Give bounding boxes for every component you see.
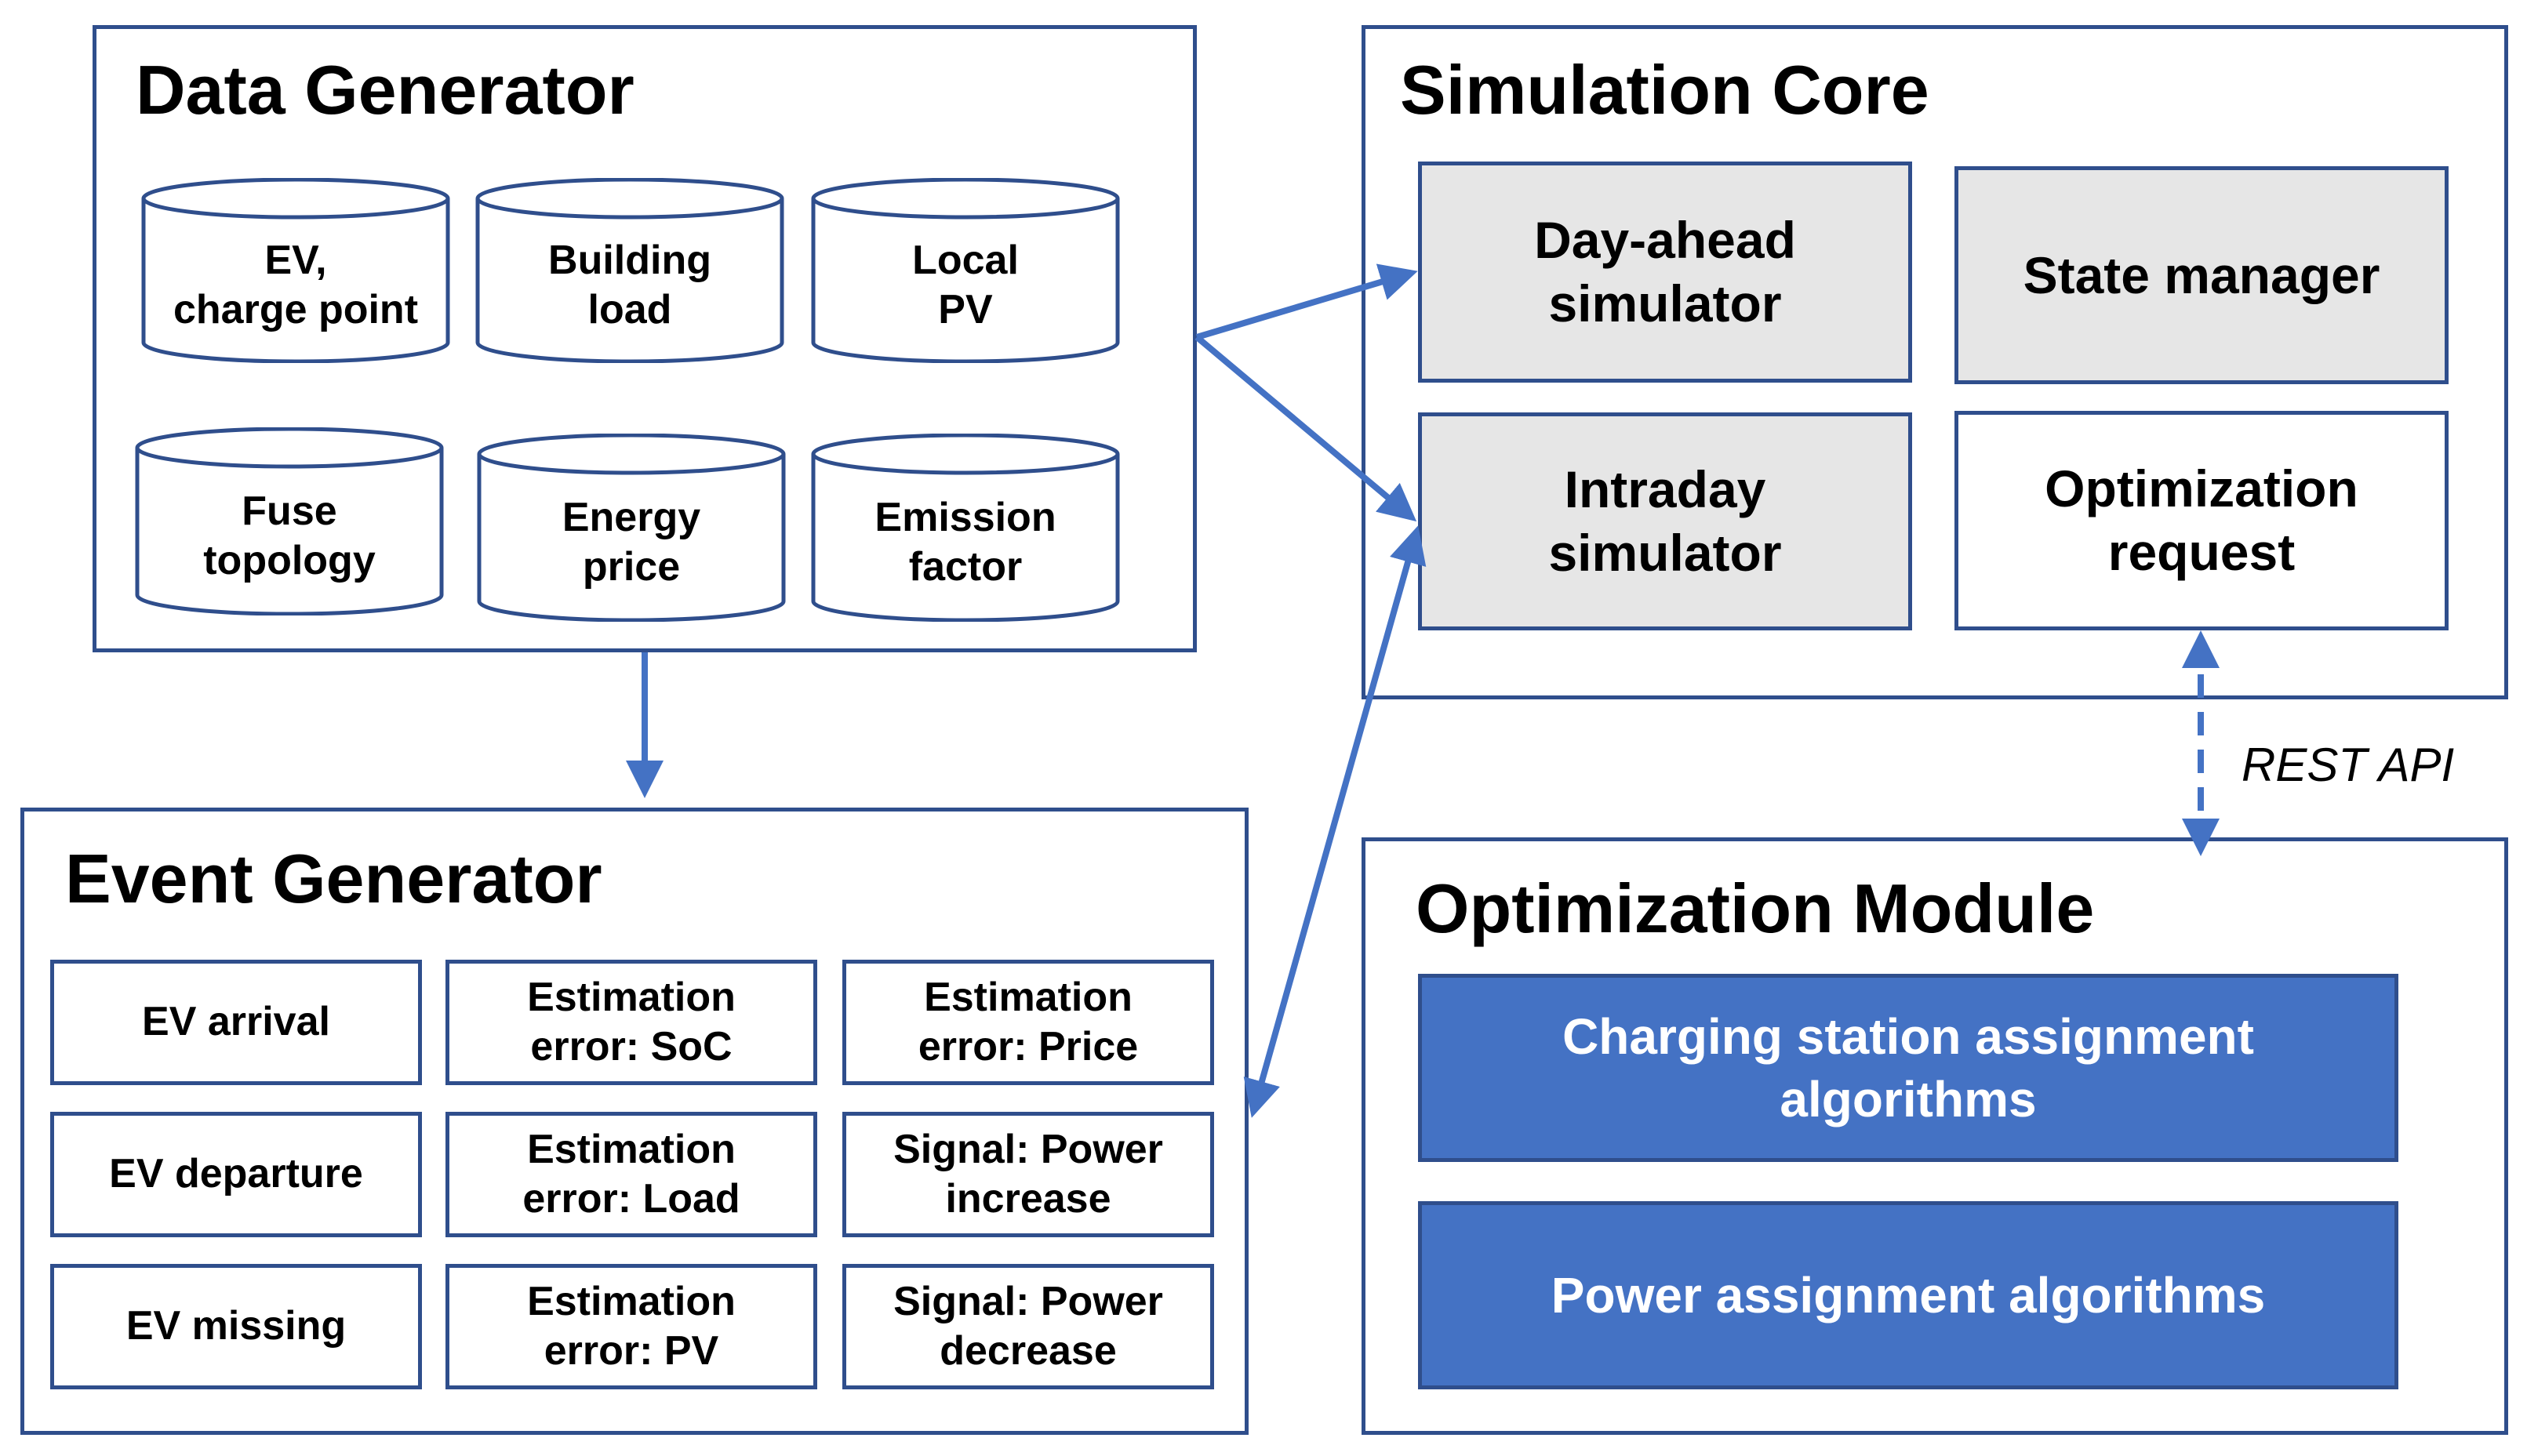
- label-line-2: request: [2107, 523, 2296, 581]
- event-generator-title: Event Generator: [65, 840, 602, 917]
- state-manager-label: State manager: [2023, 245, 2380, 304]
- label-line-2: error: SoC: [530, 1024, 733, 1069]
- rest-api-label: REST API: [2242, 739, 2455, 791]
- label-line-1: Intraday: [1564, 460, 1766, 519]
- charging-station-assignment-box[interactable]: Charging station assignment algorithms: [1418, 974, 2398, 1162]
- label-line-2: simulator: [1548, 274, 1782, 332]
- event-ev-arrival[interactable]: EV arrival: [50, 960, 422, 1085]
- label-line-1: Charging station assignment: [1562, 1008, 2254, 1065]
- label-line-2: error: PV: [544, 1328, 719, 1374]
- label-line-1: Building: [548, 237, 711, 283]
- label-line-1: Estimation: [924, 974, 1133, 1020]
- label-line-1: EV,: [264, 237, 327, 283]
- database-icon: [141, 178, 450, 363]
- label-line-1: Day-ahead: [1534, 211, 1796, 270]
- label-line-1: EV arrival: [142, 999, 330, 1045]
- state-manager-box[interactable]: State manager: [1954, 166, 2449, 384]
- database-label: EV,charge point: [140, 214, 451, 357]
- label-line-1: Energy: [562, 494, 701, 540]
- label-line-1: Fuse: [242, 488, 337, 534]
- label-line-2: error: Load: [522, 1176, 740, 1222]
- label-line-2: decrease: [940, 1328, 1117, 1374]
- label-line-2: algorithms: [1780, 1071, 2037, 1127]
- label-line-1: Estimation: [527, 1126, 736, 1172]
- arrow-data-to-intraday-simulator: [1194, 334, 1417, 522]
- simulation-core-title: Simulation Core: [1400, 51, 1929, 129]
- label-line-2: load: [587, 287, 672, 332]
- label-line-2: PV: [938, 287, 993, 332]
- label-line-2: simulator: [1548, 524, 1782, 582]
- label-line-2: increase: [945, 1176, 1111, 1222]
- power-assignment-box[interactable]: Power assignment algorithms: [1418, 1201, 2398, 1389]
- arrow-data-to-day-ahead-simulator: [1195, 263, 1418, 340]
- database-icon: [811, 178, 1120, 363]
- event-ev-departure[interactable]: EV departure: [50, 1112, 422, 1237]
- label-line-2: price: [582, 544, 681, 590]
- power-assignment-label: Power assignment algorithms: [1551, 1267, 2266, 1323]
- database-icon: [811, 434, 1120, 622]
- optimization-module-title: Optimization Module: [1416, 870, 2095, 947]
- label-line-2: factor: [908, 544, 1023, 590]
- event-ev-missing[interactable]: EV missing: [50, 1264, 422, 1389]
- arrow-intraday-event-generator: [1243, 525, 1427, 1118]
- database-icon: [475, 178, 784, 363]
- label-line-1: EV departure: [109, 1151, 363, 1197]
- label-line-1: Signal: Power: [893, 1126, 1163, 1172]
- label-line-2: error: Price: [918, 1024, 1139, 1069]
- database-icon: [135, 427, 444, 615]
- database-icon: [477, 434, 786, 622]
- label-line-2: charge point: [173, 287, 419, 332]
- label-line-1: Signal: Power: [893, 1278, 1163, 1324]
- label-line-1: Local: [912, 237, 1019, 283]
- label-line-1: EV missing: [125, 1303, 347, 1349]
- ev-charge-point-database: EV,charge point: [140, 178, 451, 363]
- label-line-2: topology: [203, 538, 376, 583]
- label-line-1: Estimation: [527, 1278, 736, 1324]
- label-line-1: Optimization: [2045, 459, 2358, 518]
- data-generator-title: Data Generator: [136, 51, 634, 129]
- label-line-1: Emission: [874, 494, 1056, 540]
- label-line-1: Estimation: [527, 974, 736, 1020]
